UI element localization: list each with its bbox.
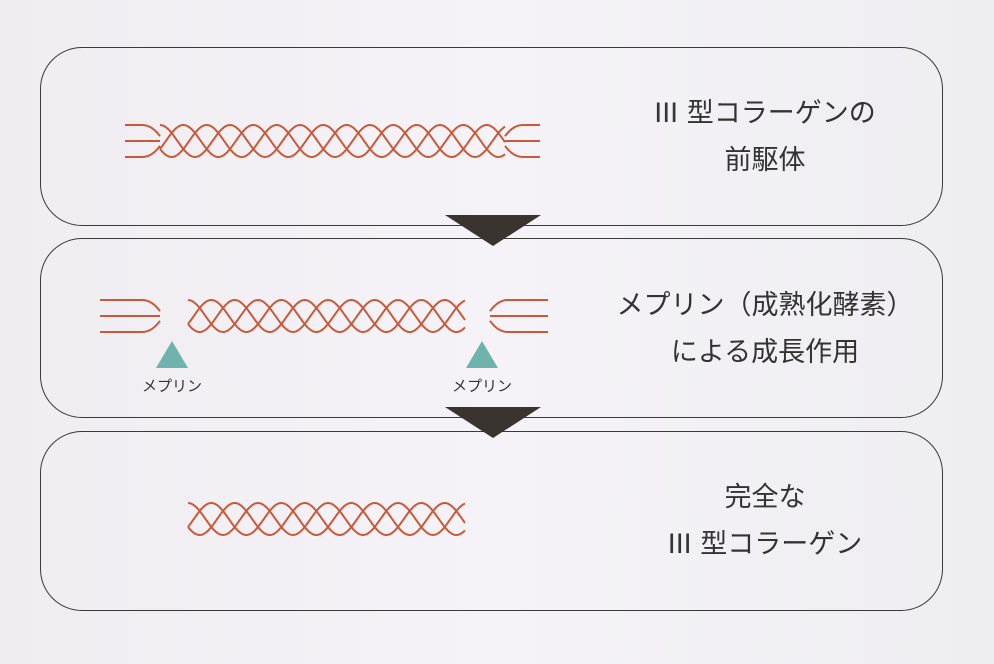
strand-end xyxy=(489,320,548,333)
meprin-label-1: メプリン xyxy=(141,377,202,395)
meprin-marker-icon-2 xyxy=(466,341,498,368)
label-line: 完全な xyxy=(724,482,806,513)
strand-end xyxy=(504,145,540,158)
meprin-marker-icon-1 xyxy=(156,341,188,368)
precursor-label: III 型コラーゲンの 前駆体 xyxy=(590,90,940,184)
label-line: による成長作用 xyxy=(670,337,860,368)
strand-end xyxy=(100,299,161,312)
helix-strand xyxy=(159,124,506,158)
helix-strand xyxy=(159,124,506,158)
strand-end xyxy=(100,320,161,333)
down-arrow-2 xyxy=(445,407,541,438)
label-line: メプリン（成熟化酵素） xyxy=(616,290,914,321)
helix-strand xyxy=(187,299,466,333)
complete-label: 完全な III 型コラーゲン xyxy=(590,474,940,568)
meprin-label-2: メプリン xyxy=(451,377,512,395)
helix-strand xyxy=(187,502,466,536)
helix-strand xyxy=(187,502,466,536)
strand-end xyxy=(489,299,548,312)
helix-strand xyxy=(187,299,466,333)
strand-end xyxy=(125,145,161,158)
strand-end xyxy=(125,124,161,137)
label-line: III 型コラーゲンの xyxy=(654,98,876,129)
meprin-action-label: メプリン（成熟化酵素） による成長作用 xyxy=(590,282,940,376)
strand-end xyxy=(504,124,540,137)
label-line: 前駆体 xyxy=(724,145,806,176)
label-line: III 型コラーゲン xyxy=(667,529,863,560)
helix-strand xyxy=(159,123,506,159)
down-arrow-1 xyxy=(445,215,541,246)
